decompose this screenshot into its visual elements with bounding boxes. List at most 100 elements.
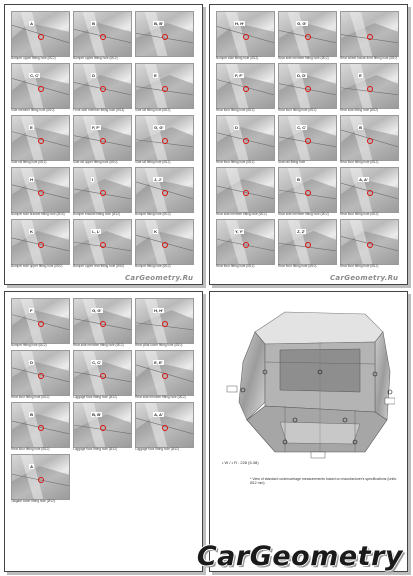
point-label: C, C' [29,72,41,78]
point-label: Y, Y' [234,228,245,234]
page-watermark: CarGeometry.Ru [125,274,194,282]
measurement-point-marker [366,86,373,92]
measurement-point-marker [37,86,44,92]
measurement-photo: J, J' [135,167,194,213]
measurement-point-marker [242,190,249,196]
measurement-photo: G, G' [73,298,132,344]
photo-caption: Rear floor fitting hole (Ø12) [11,395,50,399]
measurement-photo [340,11,399,57]
brand-watermark: CarGeometry [196,541,403,572]
point-label: B [29,411,34,417]
point-label: B [91,20,96,26]
point-label: K [29,228,34,234]
measurement-photo: H, H' [135,298,194,344]
diagram-caption: • W / • R : 228 (5.38) [222,460,259,465]
measurement-point-marker [99,425,106,431]
measurement-photo: B [278,167,337,213]
photo-caption: Bumper bracket fitting hole (Ø12) [73,212,120,216]
photo-caption: Bumper upper fitting hole (Ø12) [11,56,56,60]
measurement-point-marker [304,138,311,144]
point-label: C, C' [296,124,308,130]
point-label: E [358,72,363,78]
measurement-photo: Z, Z' [278,219,337,265]
measurement-point-marker [242,242,249,248]
photo-caption: Rear floor fitting hole (Ø12) [340,264,379,268]
point-label: B, B' [153,20,165,26]
point-label: H, H' [153,307,165,313]
point-label: D, D' [296,72,308,78]
photo-caption: Rear floor fitting hole (Ø12) [278,108,317,112]
measurement-photo: A, A' [135,402,194,448]
point-label: A, A' [153,411,164,417]
measurement-photo: H [11,167,70,213]
photo-caption: Rear floor fitting hole (Ø12) [340,160,379,164]
page-watermark: CarGeometry.Ru [330,274,399,282]
measurement-point-marker [366,242,373,248]
photo-caption: Tailgate lower fitting hole (Ø12) [11,499,55,503]
measurement-photo: K [11,219,70,265]
measurement-point-marker [37,190,44,196]
photo-caption: Rear side member fitting hole (Ø12) [278,212,329,216]
photo-caption: Rear pillar lower fitting hole (Ø10) [135,343,183,347]
photo-caption: Rear floor fitting hole (Ø10) [278,264,317,268]
photo-caption: Luggage floor fitting hole (Ø12) [73,395,117,399]
measurement-point-marker [161,425,168,431]
measurement-point-marker [37,425,44,431]
car-body-diagram [226,311,395,459]
measurement-point-marker [99,138,106,144]
measurement-point-marker [99,242,106,248]
point-label: E, E' [153,359,164,365]
point-label: C, C' [91,359,103,365]
measurement-point-marker [161,138,168,144]
photo-caption: Bumper fitting hole (Ø12) [135,264,171,268]
measurement-point-marker [242,86,249,92]
point-label: B [296,176,301,182]
measurement-point-marker [99,373,106,379]
measurement-point-marker [161,373,168,379]
measurement-photo: A [11,11,70,57]
point-label: J, J' [153,176,163,182]
photo-caption: Bumper fitting hole (Ø12) [11,343,47,347]
diagram-note: * View of standard undercarriage measure… [250,477,397,485]
photo-caption: Bumper fitting hole (Ø12) [135,212,171,216]
measurement-point-marker [304,190,311,196]
measurement-point-marker [161,86,168,92]
measurement-point-marker [161,321,168,327]
photo-caption: Rear side member fitting hole (Ø12) [135,395,186,399]
point-label: A, A' [358,176,369,182]
photo-caption: Bumper upper rear fitting hole (Ø10) [73,264,125,268]
measurement-photo: A, A' [340,167,399,213]
measurement-point-marker [161,34,168,40]
point-label: F, F' [234,72,244,78]
point-label: E [29,124,34,130]
measurement-point-marker [37,321,44,327]
measurement-point-marker [161,190,168,196]
photo-caption: Luggage floor fitting hole (Ø12) [135,447,179,451]
point-label: E [153,72,158,78]
photo-caption: Side sill upper fitting hole (Ø10) [73,160,118,164]
photo-caption: Rear side member fitting hole (Ø12) [73,343,124,347]
point-label: H, H' [234,20,246,26]
measurement-point-marker [161,242,168,248]
measurement-photo [340,219,399,265]
measurement-point-marker [366,190,373,196]
measurement-photo: D [73,63,132,109]
measurement-point-marker [99,86,106,92]
measurement-photo: B, B' [73,402,132,448]
measurement-photo: D [11,350,70,396]
measurement-photo: I [73,167,132,213]
measurement-point-marker [99,190,106,196]
photo-caption: Front side member fitting hole (Ø13) [73,108,125,112]
measurement-photo: B [73,11,132,57]
measurement-point-marker [366,34,373,40]
measurement-photo: E [11,115,70,161]
measurement-photo: E [135,63,194,109]
point-label: B, B' [91,411,103,417]
measurement-photo: B, B' [135,11,194,57]
point-label: L, L' [91,228,102,234]
photo-caption: Side sill fitting hole (Ø12) [135,160,171,164]
photo-caption: Rear wheel house front fitting hole (Ø10… [340,56,397,60]
photo-caption: Rear floor fitting hole (Ø12) [216,264,255,268]
